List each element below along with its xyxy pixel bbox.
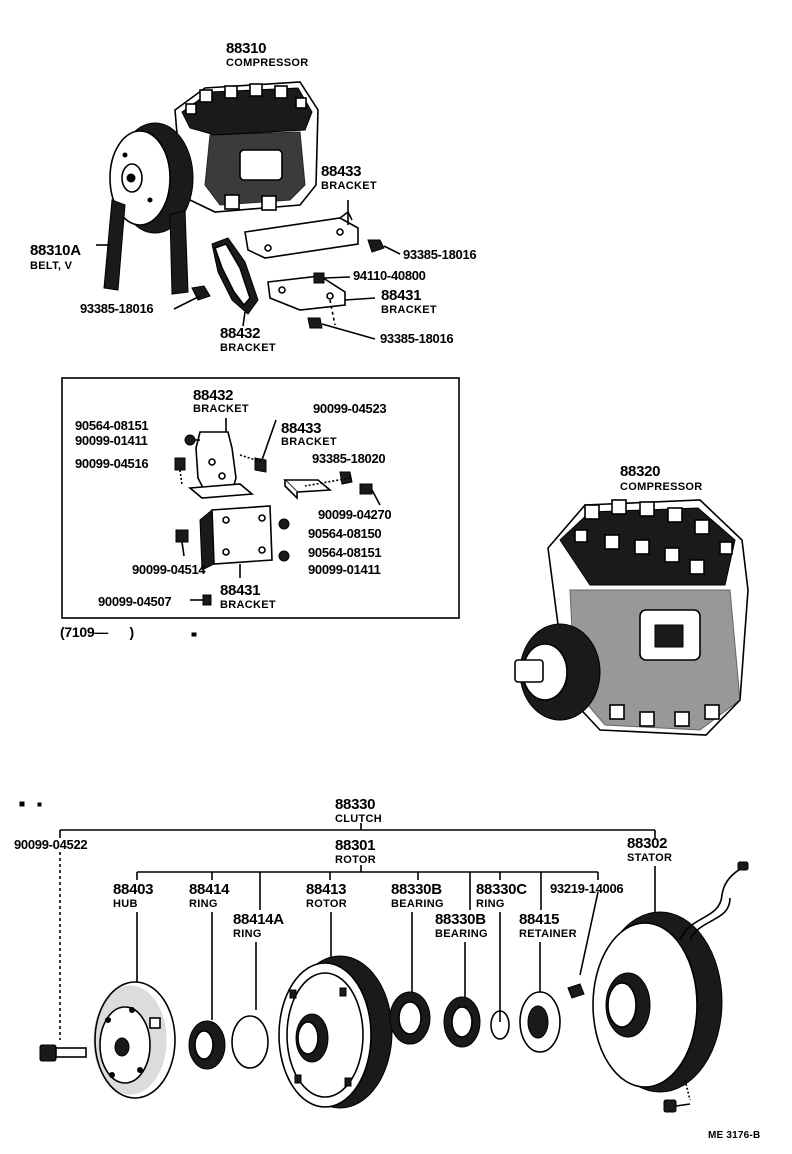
part-88433-name: BRACKET — [321, 180, 377, 192]
bracket-88431-drawing — [267, 272, 376, 340]
inset-part-90099-01411-b[interactable]: 90099-01411 — [308, 562, 381, 577]
inset-part-90099-04523[interactable]: 90099-04523 — [313, 401, 387, 416]
inset-part-88432-name: BRACKET — [193, 403, 249, 415]
inset-part-93385-18020[interactable]: 93385-18020 — [312, 451, 386, 466]
part-88330-name: CLUTCH — [335, 813, 383, 825]
inset-part-88431-name: BRACKET — [220, 599, 276, 611]
inset-part-90099-01411-a[interactable]: 90099-01411 — [75, 433, 148, 448]
part-88330[interactable]: 88330 — [335, 796, 376, 813]
inset-part-90564-08150[interactable]: 90564-08150 — [308, 526, 382, 541]
inset-date-range: (7109— ) — [60, 624, 134, 640]
part-93385-18016-left[interactable]: 93385-18016 — [80, 301, 154, 316]
inset-part-88433[interactable]: 88433 — [281, 420, 322, 437]
part-88415[interactable]: 88415 — [519, 911, 560, 928]
clutch-parts-drawing — [39, 861, 749, 1113]
part-88310-name: COMPRESSOR — [226, 57, 309, 69]
part-94110-40800[interactable]: 94110-40800 — [353, 268, 426, 283]
part-88415-name: RETAINER — [519, 928, 577, 940]
inset-bracket-88433-drawing — [283, 471, 381, 506]
part-88301-name: ROTOR — [335, 854, 377, 866]
part-88301[interactable]: 88301 — [335, 837, 376, 854]
inset-part-90564-08151-b[interactable]: 90564-08151 — [308, 545, 382, 560]
part-88403-name: HUB — [113, 898, 138, 910]
part-88310a-name: BELT, V — [30, 260, 73, 272]
part-88330b-b[interactable]: 88330B — [435, 911, 486, 928]
part-93219-14006[interactable]: 93219-14006 — [550, 881, 624, 896]
bracket-88432-drawing — [211, 237, 259, 327]
part-88330b-b-name: BEARING — [435, 928, 488, 940]
part-88432-name: BRACKET — [220, 342, 276, 354]
inset-part-88431[interactable]: 88431 — [220, 582, 261, 599]
part-88320-name: COMPRESSOR — [620, 481, 703, 493]
drawing-ref: ME 3176-B — [708, 1130, 761, 1141]
part-88414[interactable]: 88414 — [189, 881, 230, 898]
part-88330b-a[interactable]: 88330B — [391, 881, 442, 898]
part-93385-18016-right[interactable]: 93385-18016 — [403, 247, 477, 262]
part-88330c-name: RING — [476, 898, 505, 910]
part-88414a[interactable]: 88414A — [233, 911, 284, 928]
part-88413[interactable]: 88413 — [306, 881, 347, 898]
part-93385-18016-bottom[interactable]: 93385-18016 — [380, 331, 454, 346]
inset-part-88433-name: BRACKET — [281, 436, 337, 448]
inset-part-88432[interactable]: 88432 — [193, 387, 234, 404]
part-90099-04522[interactable]: 90099-04522 — [14, 837, 88, 852]
inset-bracket-88432-drawing — [174, 418, 277, 499]
compressor-88310-drawing — [96, 81, 319, 295]
part-88431[interactable]: 88431 — [381, 287, 422, 304]
inset-frame — [61, 377, 460, 619]
inset-part-90099-04514[interactable]: 90099-04514 — [132, 562, 206, 577]
part-88432[interactable]: 88432 — [220, 325, 261, 342]
part-88320[interactable]: 88320 — [620, 463, 661, 480]
bracket-88433-drawing — [244, 200, 401, 259]
part-88414a-name: RING — [233, 928, 262, 940]
part-88330c[interactable]: 88330C — [476, 881, 527, 898]
part-88413-name: ROTOR — [306, 898, 348, 910]
part-88310[interactable]: 88310 — [226, 40, 267, 57]
scan-specks — [19, 632, 197, 807]
part-88302-name: STATOR — [627, 852, 673, 864]
part-88310a[interactable]: 88310A — [30, 242, 81, 259]
inset-part-90564-08151-a[interactable]: 90564-08151 — [75, 418, 149, 433]
clutch-tree-lines — [59, 823, 656, 1040]
part-88414-name: RING — [189, 898, 218, 910]
part-88431-name: BRACKET — [381, 304, 437, 316]
part-88403[interactable]: 88403 — [113, 881, 154, 898]
inset-part-90099-04507[interactable]: 90099-04507 — [98, 594, 172, 609]
part-88433[interactable]: 88433 — [321, 163, 362, 180]
bolt-93385-left-drawing — [173, 285, 211, 310]
inset-part-90099-04270[interactable]: 90099-04270 — [318, 507, 392, 522]
inset-part-90099-04516[interactable]: 90099-04516 — [75, 456, 149, 471]
compressor-88320-drawing — [514, 499, 749, 736]
part-88330b-a-name: BEARING — [391, 898, 444, 910]
part-88302[interactable]: 88302 — [627, 835, 668, 852]
inset-bracket-88431-drawing — [175, 505, 290, 606]
